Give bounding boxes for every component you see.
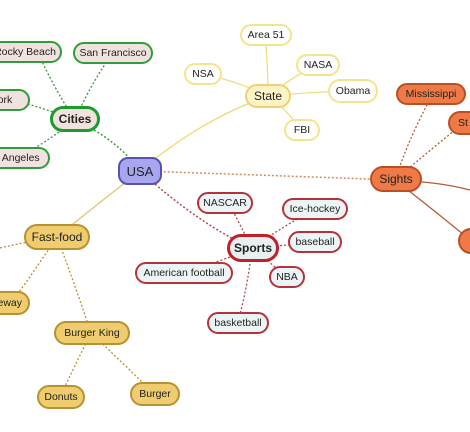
node-american-football-label: American football — [143, 267, 225, 279]
node-ice-hockey[interactable]: Ice-hockey — [282, 198, 348, 220]
node-burger-king-label: Burger King — [64, 327, 120, 339]
node-ice-hockey-label: Ice-hockey — [289, 203, 341, 215]
link-cities-york — [11, 99, 76, 121]
node-basketball-label: basketball — [214, 317, 262, 329]
node-eway[interactable]: eway — [0, 291, 30, 315]
node-st[interactable]: St — [448, 111, 470, 135]
node-baseball-label: baseball — [295, 236, 335, 248]
node-nasa[interactable]: NASA — [296, 54, 340, 76]
node-donuts-label: Donuts — [44, 391, 78, 403]
node-sights-label: Sights — [379, 172, 413, 186]
node-state-label: State — [253, 89, 283, 103]
node-york-label: York — [0, 94, 13, 106]
node-burger-king[interactable]: Burger King — [54, 321, 130, 345]
node-nasa-label: NASA — [303, 59, 333, 71]
node-eway-label: eway — [0, 297, 22, 309]
link-usa-sights — [139, 170, 396, 181]
node-rocky-beach-label: Rocky Beach — [0, 46, 56, 58]
node-york[interactable]: York — [0, 89, 30, 111]
node-cities-label: Cities — [58, 112, 92, 126]
node-los-angeles[interactable]: os Angeles — [0, 147, 50, 169]
node-nsa-label: NSA — [192, 68, 214, 80]
node-cities[interactable]: Cities — [50, 106, 100, 132]
node-rocky-beach[interactable]: Rocky Beach — [0, 41, 62, 63]
node-american-football[interactable]: American football — [135, 262, 233, 284]
node-nsa[interactable]: NSA — [184, 63, 222, 85]
node-area51-label: Area 51 — [247, 29, 285, 41]
node-nba-label: NBA — [276, 271, 298, 283]
node-obama[interactable]: Obama — [328, 79, 378, 103]
node-usa-label: USA — [126, 163, 154, 179]
node-burger[interactable]: Burger — [130, 382, 180, 406]
node-nascar-label: NASCAR — [203, 197, 247, 209]
node-los-angeles-label: os Angeles — [0, 152, 40, 164]
node-fbi-label: FBI — [293, 124, 311, 136]
node-st-label: St — [458, 117, 468, 129]
node-obama-label: Obama — [335, 85, 371, 97]
node-nba[interactable]: NBA — [269, 266, 305, 288]
node-nascar[interactable]: NASCAR — [197, 192, 253, 214]
node-san-francisco-label: San Francisco — [79, 47, 147, 59]
node-usa[interactable]: USA — [118, 157, 162, 185]
node-fastfood[interactable]: Fast-food — [24, 224, 90, 250]
node-san-francisco[interactable]: San Francisco — [73, 42, 153, 64]
node-fbi[interactable]: FBI — [284, 119, 320, 141]
node-baseball[interactable]: baseball — [288, 231, 342, 253]
node-donuts[interactable]: Donuts — [37, 385, 85, 409]
node-burger-label: Burger — [139, 388, 171, 400]
node-sights[interactable]: Sights — [370, 166, 422, 192]
node-basketball[interactable]: basketball — [207, 312, 269, 334]
node-state[interactable]: State — [245, 84, 291, 108]
node-area51[interactable]: Area 51 — [240, 24, 292, 46]
node-mississippi-label: Mississippi — [405, 88, 457, 100]
node-sports[interactable]: Sports — [227, 234, 279, 262]
node-sports-label: Sports — [233, 241, 272, 255]
node-fastfood-label: Fast-food — [31, 230, 83, 244]
node-mississippi[interactable]: Mississippi — [396, 83, 466, 105]
link-fastfood-burger-king — [56, 236, 92, 334]
